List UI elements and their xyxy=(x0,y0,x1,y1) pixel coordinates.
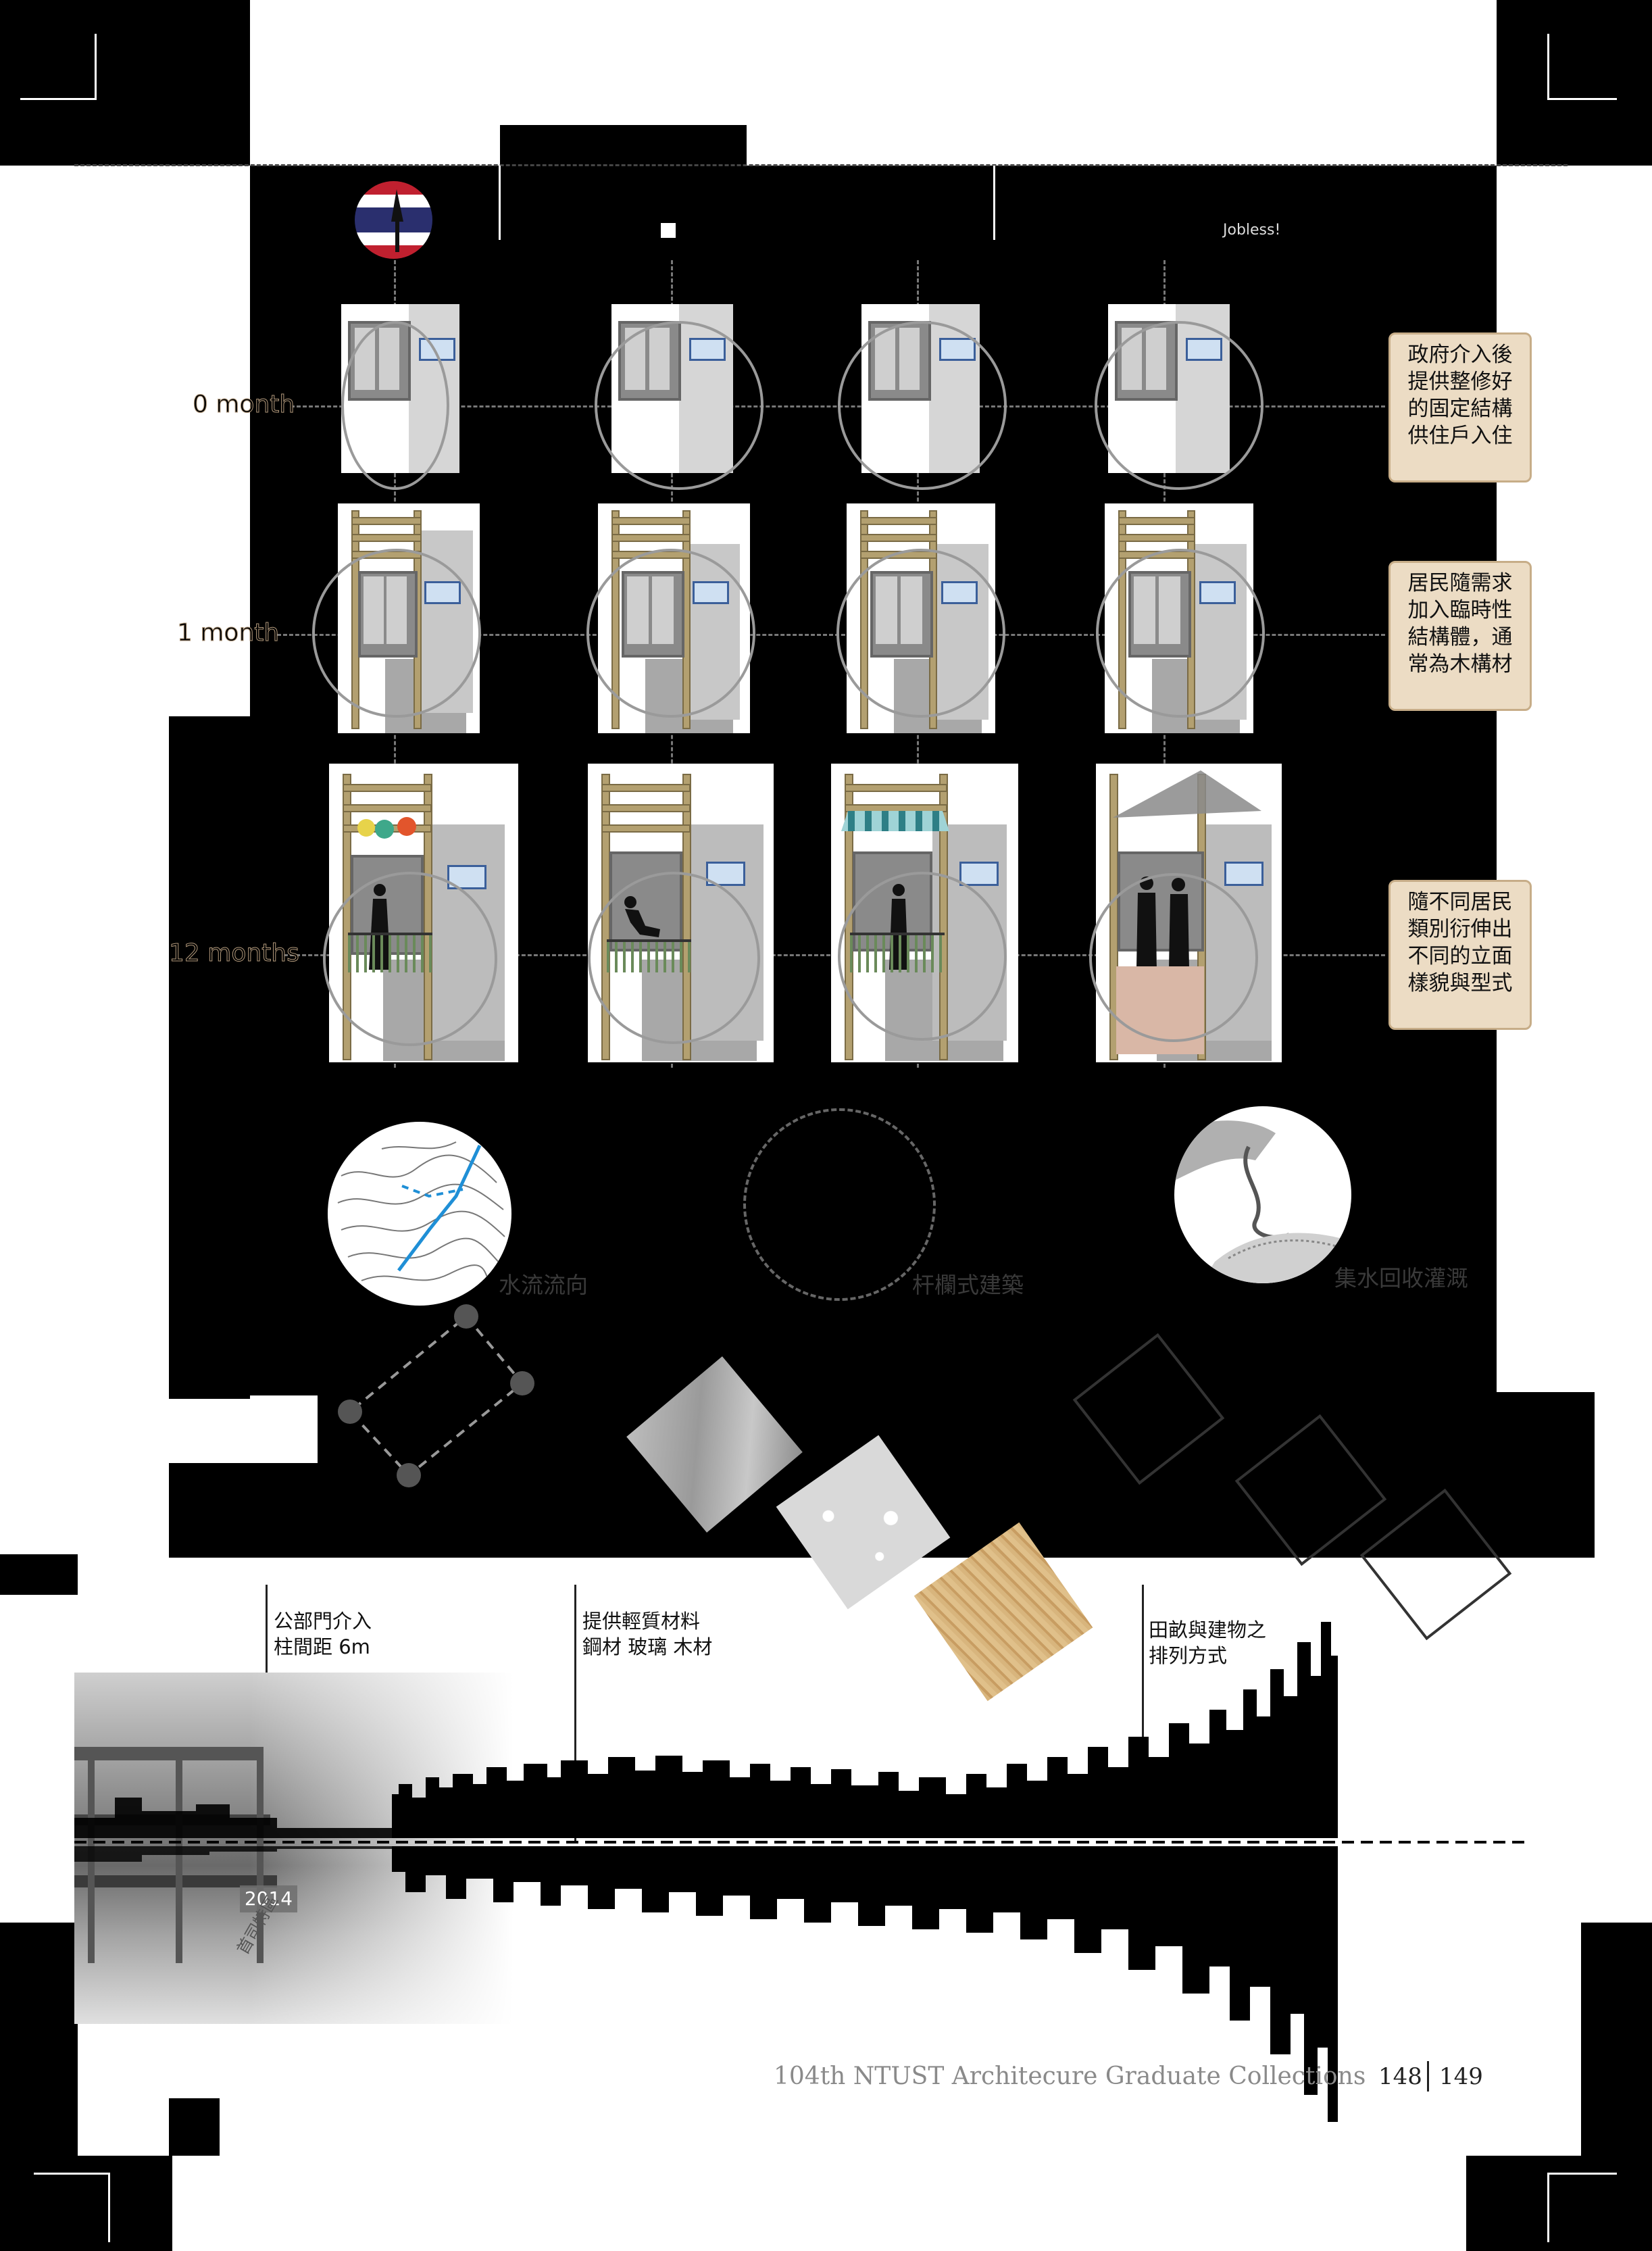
timeline-label-2-line2: 鋼材 玻璃 木材 xyxy=(582,1635,713,1658)
page-number-divider xyxy=(1427,2061,1429,2092)
header-strip xyxy=(500,125,747,166)
corner-frame-top-left xyxy=(20,34,97,100)
timeline-label-3-line2: 排列方式 xyxy=(1149,1644,1228,1667)
note-1-month: 居民隨需求加入臨時性結構體，通常為木構材 xyxy=(1388,561,1532,711)
highlight-ring xyxy=(595,321,764,490)
topographic-map-icon xyxy=(328,1122,511,1306)
row-label-0-month: 0 month xyxy=(192,391,295,419)
left-edge-block xyxy=(0,1554,78,1595)
page-number-left: 148 xyxy=(1378,2063,1422,2090)
left-lower-block xyxy=(169,1463,318,1558)
highlight-ring xyxy=(588,872,760,1044)
highlight-ring xyxy=(312,549,481,718)
corner-frame-bottom-right xyxy=(1547,2173,1617,2242)
row-label-12-months: 12 months xyxy=(169,939,300,968)
highlight-ring xyxy=(586,549,755,718)
striped-awning-icon xyxy=(841,811,949,841)
bottom-left-square xyxy=(169,2098,220,2156)
timeline-divider-2 xyxy=(574,1585,576,1841)
highlight-ring xyxy=(1096,549,1265,718)
highlight-ring xyxy=(1095,321,1263,490)
header-dotted-line xyxy=(74,164,1568,166)
column-grid-diagram xyxy=(331,1301,547,1490)
collection-title: 104th NTUST Architecure Graduate Collect… xyxy=(774,2062,1366,2090)
highlight-ring xyxy=(838,872,1007,1041)
highlight-ring xyxy=(323,872,497,1046)
dashed-circle-icon xyxy=(743,1108,936,1301)
rainwater-collection-icon xyxy=(1174,1106,1351,1283)
header-separator-2 xyxy=(993,166,995,240)
timeline-label-1-line2: 柱間距 6m xyxy=(274,1635,370,1658)
guide-row-1 xyxy=(277,634,1385,636)
page-number-right: 149 xyxy=(1439,2063,1483,2090)
concept-caption-stilt: 杆欄式建築 xyxy=(912,1272,1024,1298)
note-0-month: 政府介入後提供整修好的固定結構供住戶入住 xyxy=(1388,332,1532,483)
laundry-icon xyxy=(356,814,417,845)
bottom-left-block xyxy=(0,1923,78,2251)
highlight-ring xyxy=(836,549,1005,718)
shade-canopy-icon xyxy=(1113,770,1261,824)
corner-frame-top-right xyxy=(1547,34,1617,100)
timeline-label-1-line1: 公部門介入 xyxy=(274,1610,372,1633)
right-lower-block xyxy=(1480,1392,1595,1558)
header-tick xyxy=(661,223,676,238)
bottom-right-corner xyxy=(1466,2156,1584,2251)
header-separator-1 xyxy=(499,166,501,240)
ac-unit-icon xyxy=(1224,862,1263,886)
timeline-label-3-line1: 田畝與建物之 xyxy=(1149,1618,1267,1641)
jobless-text: Jobless! xyxy=(1223,222,1281,239)
skyline-waveform xyxy=(74,1622,1527,2122)
concept-caption-water: 水流流向 xyxy=(499,1272,588,1298)
left-step-block xyxy=(169,716,250,1399)
note-12-months: 隨不同居民類別衍伸出不同的立面樣貌與型式 xyxy=(1388,880,1532,1030)
timeline-divider-3 xyxy=(1142,1585,1144,1760)
highlight-ring xyxy=(341,321,449,490)
highlight-ring xyxy=(1089,873,1258,1042)
bottom-left-corner xyxy=(78,2156,172,2251)
timeline-label-2-line1: 提供輕質材料 xyxy=(582,1610,701,1633)
row-label-1-month: 1 month xyxy=(176,619,280,647)
corner-frame-bottom-left xyxy=(34,2173,110,2242)
concept-caption-rain: 集水回收灌溉 xyxy=(1334,1265,1468,1291)
year-badge: 2014 xyxy=(240,1885,297,1912)
bottom-right-block xyxy=(1581,1923,1652,2251)
thailand-flag-icon xyxy=(355,181,432,259)
ac-unit-icon xyxy=(959,862,999,886)
highlight-ring xyxy=(838,321,1007,490)
top-left-block xyxy=(0,0,250,166)
top-right-block xyxy=(1497,0,1652,166)
